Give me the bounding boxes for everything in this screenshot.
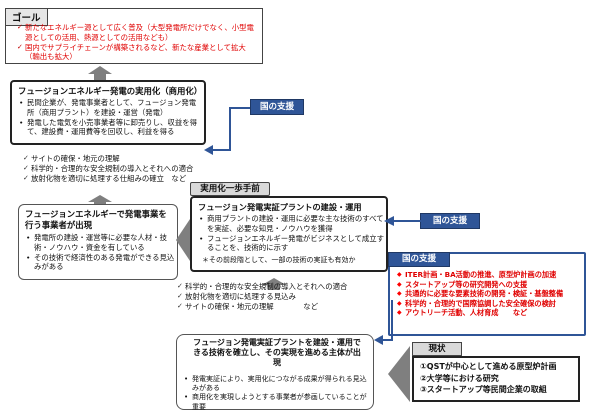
pre-stage-title: フュージョン発電実証プラントの建設・運用 bbox=[198, 202, 362, 212]
commercial-item: 民間企業が、発電事業者として、フュージョン発電所（商用プラント）を建設・運営（発… bbox=[18, 98, 202, 118]
commercial-list: 民間企業が、発電事業者として、フュージョン発電所（商用プラント）を建設・運営（発… bbox=[18, 98, 202, 137]
status-label: 現状 bbox=[412, 342, 462, 356]
pre-stage-item: フュージョンエネルギー発電がビジネスとして成立することを、技術的に示す bbox=[198, 234, 384, 254]
condition-item: サイトの確保・地元の理解 など bbox=[176, 302, 386, 312]
emergence-panel: フュージョン発電実証プラントを建設・運用できる技術を確立し、その実現を進める主体… bbox=[176, 334, 374, 412]
emergence-list: 発電実証により、実用化につながる成果が得られる見込みがある 商用化を実現しようと… bbox=[183, 375, 371, 412]
emergence-item: 発電実証により、実用化につながる成果が得られる見込みがある bbox=[183, 375, 371, 393]
condition-item: サイトの確保・地元の理解 bbox=[22, 154, 242, 164]
support-item: 共通的に必要な要素技術の開発・検証・基盤整備 bbox=[396, 289, 584, 299]
support-detail-panel: 国の支援 ITER計画・BA活動の推進、原型炉計画の加速 スタートアップ等の研究… bbox=[388, 252, 586, 336]
commercial-title: フュージョンエネルギー発電の実用化（商用化） bbox=[18, 86, 203, 96]
condition-item: 放射化物を適切に処理する仕組みの確立 など bbox=[22, 174, 242, 184]
goal-item: 国内でサプライチェーンが構築されるなど、新たな産業として拡大（輸出も拡大） bbox=[16, 43, 260, 63]
up-arrow-1 bbox=[88, 65, 112, 80]
condition-item: 科学的・合理的な安全規制の導入とそれへの適合 bbox=[22, 164, 242, 174]
players-list: 発電所の建設・運営等に必要な人材・技術・ノウハウ・資金を有している その技術で経… bbox=[25, 233, 175, 272]
support-arrow-2 bbox=[384, 216, 422, 226]
goal-list: 新たなエネルギー源として広く普及（大型発電所だけでなく、小型電源としての活用、熱… bbox=[16, 23, 260, 62]
support-item: アウトリーチ活動、人材育成 など bbox=[396, 308, 584, 318]
upper-conditions: サイトの確保・地元の理解 科学的・合理的な安全規制の導入とそれへの適合 放射化物… bbox=[22, 154, 242, 183]
pre-stage-list: 商用プラントの建設・運用に必要な主な技術のすべてを実証、必要な知見・ノウハウを獲… bbox=[198, 214, 384, 253]
support-item: 科学的・合理的で国際協調した安全確保の検討 bbox=[396, 299, 584, 309]
lower-conditions: 科学的・合理的な安全規制の導入とそれへの適合 放射化物を適切に処理する見込み サ… bbox=[176, 282, 386, 311]
pre-stage-note: ＊その前段階として、一部の技術の実証も有効か bbox=[202, 256, 356, 264]
gov-support-label-1: 国の支援 bbox=[250, 99, 304, 115]
condition-item: 科学的・合理的な安全規制の導入とそれへの適合 bbox=[176, 282, 386, 292]
status-chevron-arrow bbox=[388, 346, 410, 402]
pre-stage-panel: フュージョン発電実証プラントの建設・運用 商用プラントの建設・運用に必要な主な技… bbox=[190, 196, 388, 272]
status-panel: ①QSTが中心として進める原型炉計画 ②大学等における研究 ③スタートアップ等民… bbox=[412, 356, 580, 402]
commercial-panel: フュージョンエネルギー発電の実用化（商用化） 民間企業が、発電事業者として、フュ… bbox=[10, 80, 206, 145]
up-arrow-2 bbox=[88, 192, 112, 207]
gov-support-label-2: 国の支援 bbox=[420, 213, 480, 229]
status-item: ②大学等における研究 bbox=[420, 373, 499, 383]
players-panel: フュージョンエネルギーで発電事業を行う事業者が出現 発電所の建設・運営等に必要な… bbox=[18, 204, 178, 280]
status-item: ③スタートアップ等民間企業の取組 bbox=[420, 385, 547, 395]
emergence-item: 商用化を実現しようとする事業者が参画していることが重要 bbox=[183, 393, 371, 411]
support-arrow-1 bbox=[204, 107, 250, 155]
pre-stage-label: 実用化一歩手前 bbox=[190, 182, 270, 196]
support-item: ITER計画・BA活動の推進、原型炉計画の加速 bbox=[396, 270, 584, 280]
status-item: ①QSTが中心として進める原型炉計画 bbox=[420, 362, 557, 371]
support-item: スタートアップ等の研究開発への支援 bbox=[396, 280, 584, 290]
players-title: フュージョンエネルギーで発電事業を行う事業者が出現 bbox=[25, 209, 167, 230]
status-list: ①QSTが中心として進める原型炉計画 ②大学等における研究 ③スタートアップ等民… bbox=[420, 361, 580, 396]
players-item: 発電所の建設・運営等に必要な人材・技術・ノウハウ・資金を有している bbox=[25, 233, 175, 253]
condition-item: 放射化物を適切に処理する見込み bbox=[176, 292, 386, 302]
support-detail-title: 国の支援 bbox=[388, 252, 450, 267]
commercial-item: 発電した電気を小売事業者等に卸売りし、収益を得て、建設費・運用費等を回収し、利益… bbox=[18, 118, 202, 138]
players-item: その技術で経済性のある発電ができる見込みがある bbox=[25, 253, 175, 273]
support-arrow-3 bbox=[374, 300, 393, 345]
support-detail-list: ITER計画・BA活動の推進、原型炉計画の加速 スタートアップ等の研究開発への支… bbox=[396, 270, 584, 318]
goal-panel: ゴール 新たなエネルギー源として広く普及（大型発電所だけでなく、小型電源としての… bbox=[5, 8, 263, 64]
goal-item: 新たなエネルギー源として広く普及（大型発電所だけでなく、小型電源としての活用、熱… bbox=[16, 23, 260, 43]
emergence-title: フュージョン発電実証プラントを建設・運用できる技術を確立し、その実現を進める主体… bbox=[193, 338, 361, 368]
pre-stage-item: 商用プラントの建設・運用に必要な主な技術のすべてを実証、必要な知見・ノウハウを獲… bbox=[198, 214, 384, 234]
